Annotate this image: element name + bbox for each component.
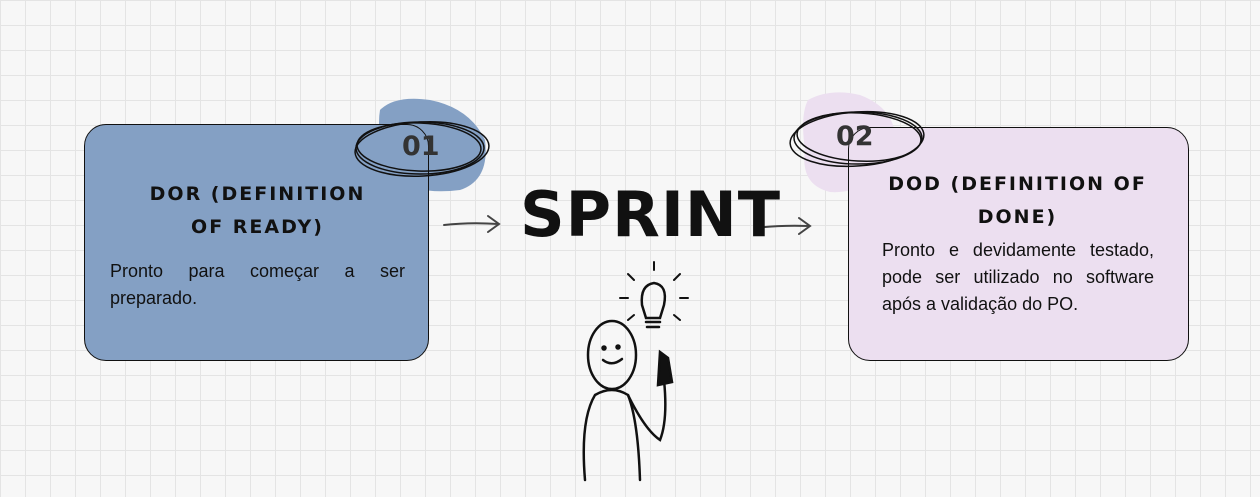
card-title: DOR (DEFINITION OF READY) bbox=[149, 183, 366, 238]
card-number: 01 bbox=[402, 131, 440, 162]
person-with-idea-icon bbox=[582, 261, 689, 482]
card-description: Pronto para começar a ser preparado. bbox=[110, 261, 405, 308]
card-number: 02 bbox=[836, 121, 874, 152]
ellipse-02-icon bbox=[789, 110, 925, 168]
ellipse-01-icon bbox=[354, 121, 490, 177]
card-dor bbox=[84, 124, 429, 361]
card-dod bbox=[848, 127, 1189, 361]
sprint-label: SPRINT bbox=[520, 178, 782, 251]
card-description: Pronto e devidamente testado, pode ser u… bbox=[882, 240, 1154, 314]
card-title: DOD (DEFINITION OF DONE) bbox=[888, 173, 1147, 228]
arrow-right-icon bbox=[754, 217, 812, 235]
arrow-right-icon bbox=[443, 215, 501, 233]
